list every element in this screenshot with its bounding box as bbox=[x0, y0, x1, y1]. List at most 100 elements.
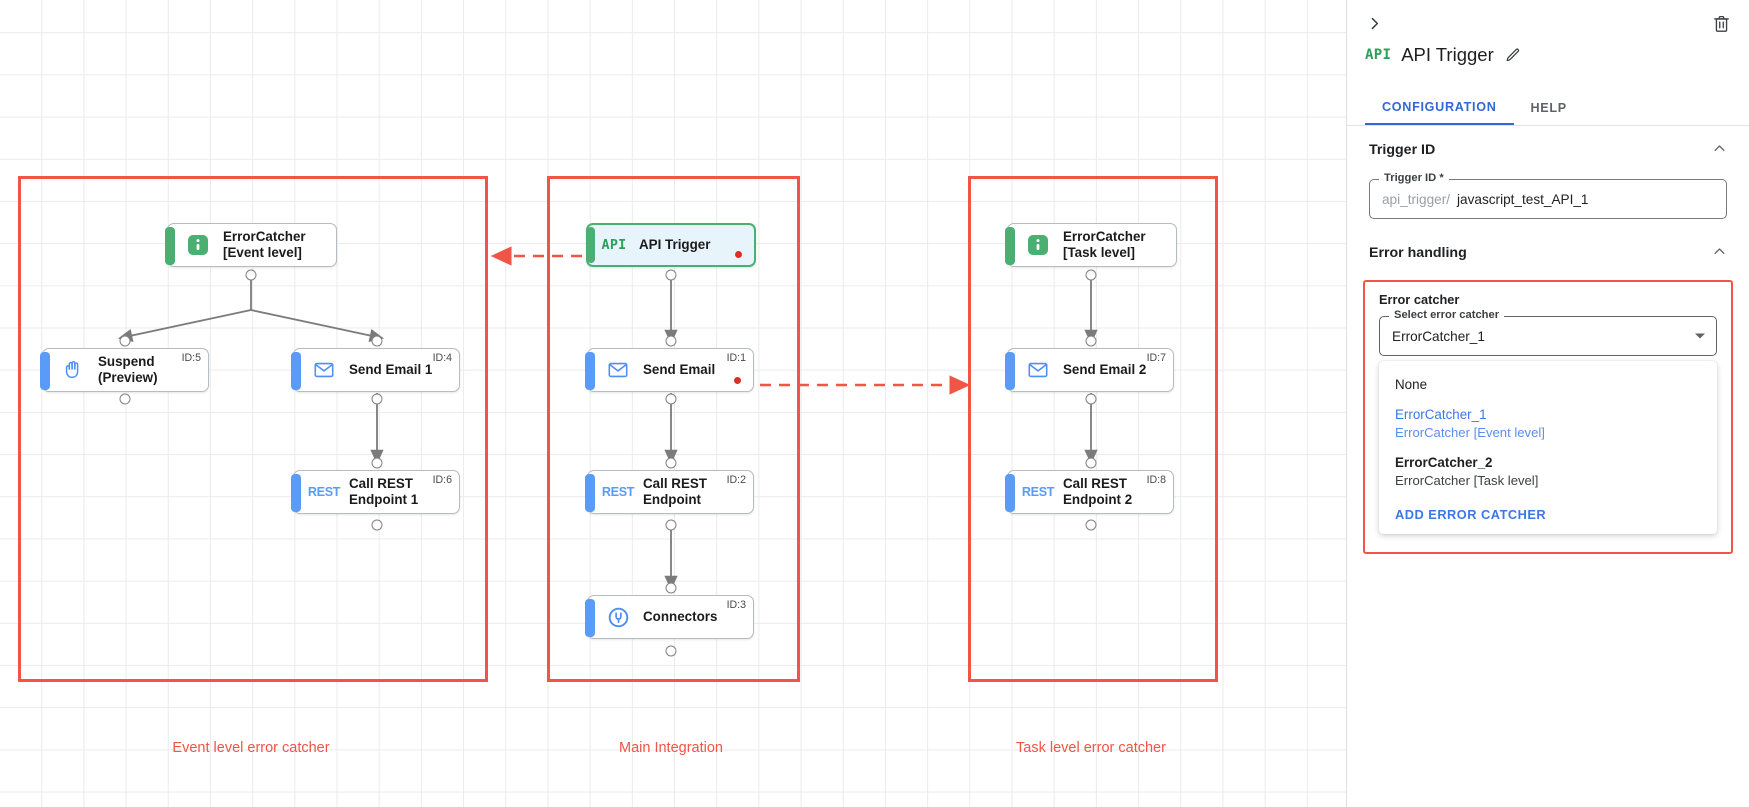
node-send-email-1[interactable]: Send Email 1 ID:4 bbox=[291, 348, 460, 392]
node-port-out[interactable] bbox=[665, 519, 677, 531]
node-call-rest-endpoint[interactable]: REST Call REST Endpoint ID:2 bbox=[585, 470, 754, 514]
node-port-out[interactable] bbox=[1085, 519, 1097, 531]
group-box-main-integration[interactable] bbox=[547, 176, 800, 682]
tab-help[interactable]: HELP bbox=[1530, 100, 1567, 115]
error-indicator-dot bbox=[735, 251, 742, 258]
group-label-task-level: Task level error catcher bbox=[1016, 740, 1166, 756]
node-title: Call REST Endpoint 2 bbox=[1063, 476, 1133, 507]
section-header-error-handling[interactable]: Error handling bbox=[1347, 229, 1749, 276]
node-port-in[interactable] bbox=[665, 457, 677, 469]
node-connectors[interactable]: Connectors ID:3 bbox=[585, 595, 754, 639]
chevron-down-icon[interactable] bbox=[1695, 333, 1705, 339]
envelope-icon bbox=[1025, 357, 1051, 383]
menu-item-none[interactable]: None bbox=[1379, 370, 1717, 400]
node-error-catcher-task-level[interactable]: ErrorCatcher [Task level] bbox=[1005, 223, 1177, 267]
error-indicator-dot bbox=[734, 377, 741, 384]
api-icon: API bbox=[601, 237, 627, 253]
error-catcher-icon bbox=[1025, 232, 1051, 258]
menu-item-secondary: ErrorCatcher [Task level] bbox=[1395, 472, 1539, 488]
envelope-icon bbox=[605, 357, 631, 383]
node-title: ErrorCatcher [Event level] bbox=[223, 229, 306, 260]
chevron-up-icon[interactable] bbox=[1712, 141, 1727, 159]
node-accent-stripe bbox=[585, 474, 595, 512]
add-error-catcher-button[interactable]: ADD ERROR CATCHER bbox=[1395, 506, 1547, 522]
node-port-out[interactable] bbox=[1085, 393, 1097, 405]
node-port-out[interactable] bbox=[665, 393, 677, 405]
group-box-event-level[interactable] bbox=[18, 176, 488, 682]
menu-item-errorcatcher-2[interactable]: ErrorCatcher_2 ErrorCatcher [Task level] bbox=[1379, 448, 1717, 496]
node-id-tag: ID:5 bbox=[181, 352, 201, 364]
node-send-email-2[interactable]: Send Email 2 ID:7 bbox=[1005, 348, 1174, 392]
node-port-in[interactable] bbox=[119, 335, 131, 347]
node-title: API Trigger bbox=[639, 237, 711, 253]
node-id-tag: ID:7 bbox=[1146, 352, 1166, 364]
node-title: Send Email bbox=[643, 362, 716, 378]
details-panel: API API Trigger CONFIGURATION HELP Trigg… bbox=[1346, 0, 1749, 807]
delete-trash-icon[interactable] bbox=[1707, 9, 1735, 37]
node-accent-stripe bbox=[291, 352, 301, 390]
workflow-canvas[interactable]: Event level error catcher Main Integrati… bbox=[0, 0, 1346, 807]
node-accent-stripe bbox=[1005, 352, 1015, 390]
node-port-in[interactable] bbox=[1085, 457, 1097, 469]
panel-title-row: API API Trigger bbox=[1365, 44, 1521, 66]
collapse-panel-chevron-right-icon[interactable] bbox=[1359, 8, 1389, 38]
node-port-out[interactable] bbox=[1085, 269, 1097, 281]
node-suspend-preview[interactable]: Suspend (Preview) ID:5 bbox=[40, 348, 209, 392]
node-id-tag: ID:6 bbox=[432, 474, 452, 486]
node-call-rest-endpoint-1[interactable]: REST Call REST Endpoint 1 ID:6 bbox=[291, 470, 460, 514]
node-accent-stripe bbox=[1005, 227, 1015, 265]
edit-pencil-icon[interactable] bbox=[1504, 47, 1521, 64]
select-error-catcher[interactable]: Select error catcher ErrorCatcher_1 bbox=[1379, 309, 1717, 356]
connectors-icon bbox=[605, 604, 631, 630]
node-id-tag: ID:3 bbox=[726, 599, 746, 611]
trigger-id-input[interactable]: Trigger ID * api_trigger/ javascript_tes… bbox=[1369, 172, 1727, 219]
hand-suspend-icon bbox=[60, 357, 86, 383]
node-id-tag: ID:4 bbox=[432, 352, 452, 364]
node-port-in[interactable] bbox=[665, 582, 677, 594]
node-accent-stripe bbox=[585, 352, 595, 390]
trigger-id-legend: Trigger ID * bbox=[1379, 172, 1449, 184]
node-title: Send Email 1 bbox=[349, 362, 433, 378]
rest-icon: REST bbox=[601, 485, 635, 499]
node-error-catcher-event-level[interactable]: ErrorCatcher [Event level] bbox=[165, 223, 337, 267]
node-port-out[interactable] bbox=[665, 269, 677, 281]
section-title: Trigger ID bbox=[1369, 141, 1436, 158]
node-port-in[interactable] bbox=[1085, 335, 1097, 347]
node-accent-stripe bbox=[165, 227, 175, 265]
chevron-up-icon[interactable] bbox=[1712, 244, 1727, 262]
menu-item-primary: ErrorCatcher_2 bbox=[1395, 454, 1493, 470]
node-port-in[interactable] bbox=[371, 457, 383, 469]
node-port-out[interactable] bbox=[119, 393, 131, 405]
tab-configuration[interactable]: CONFIGURATION bbox=[1365, 90, 1514, 125]
node-title: Connectors bbox=[643, 609, 718, 625]
node-title: Send Email 2 bbox=[1063, 362, 1147, 378]
error-catcher-highlight-box: Error catcher Select error catcher Error… bbox=[1363, 280, 1733, 554]
section-header-trigger-id[interactable]: Trigger ID bbox=[1347, 126, 1749, 173]
node-id-tag: ID:1 bbox=[726, 352, 746, 364]
node-port-in[interactable] bbox=[665, 335, 677, 347]
node-id-tag: ID:2 bbox=[726, 474, 746, 486]
node-port-out[interactable] bbox=[371, 519, 383, 531]
node-port-out[interactable] bbox=[371, 393, 383, 405]
node-call-rest-endpoint-2[interactable]: REST Call REST Endpoint 2 ID:8 bbox=[1005, 470, 1174, 514]
node-accent-stripe bbox=[587, 227, 595, 263]
node-title: Suspend (Preview) bbox=[98, 354, 158, 385]
node-accent-stripe bbox=[40, 352, 50, 390]
group-label-main-integration: Main Integration bbox=[619, 740, 723, 756]
group-box-task-level[interactable] bbox=[968, 176, 1218, 682]
trigger-id-prefix: api_trigger/ bbox=[1382, 191, 1451, 207]
menu-item-errorcatcher-1[interactable]: ErrorCatcher_1 ErrorCatcher [Event level… bbox=[1379, 400, 1717, 448]
node-api-trigger[interactable]: API API Trigger bbox=[586, 223, 756, 267]
node-port-in[interactable] bbox=[371, 335, 383, 347]
select-error-catcher-value: ErrorCatcher_1 bbox=[1392, 328, 1485, 344]
panel-tabs: CONFIGURATION HELP bbox=[1347, 90, 1749, 126]
trigger-id-field-wrap: Trigger ID * api_trigger/ javascript_tes… bbox=[1347, 172, 1749, 219]
node-port-out[interactable] bbox=[245, 269, 257, 281]
node-send-email[interactable]: Send Email ID:1 bbox=[585, 348, 754, 392]
node-title: ErrorCatcher [Task level] bbox=[1063, 229, 1146, 260]
panel-header: API API Trigger bbox=[1347, 0, 1749, 90]
error-catcher-label: Error catcher bbox=[1379, 292, 1460, 307]
section-title: Error handling bbox=[1369, 244, 1467, 261]
trigger-id-value: javascript_test_API_1 bbox=[1457, 191, 1589, 207]
node-port-out[interactable] bbox=[665, 645, 677, 657]
